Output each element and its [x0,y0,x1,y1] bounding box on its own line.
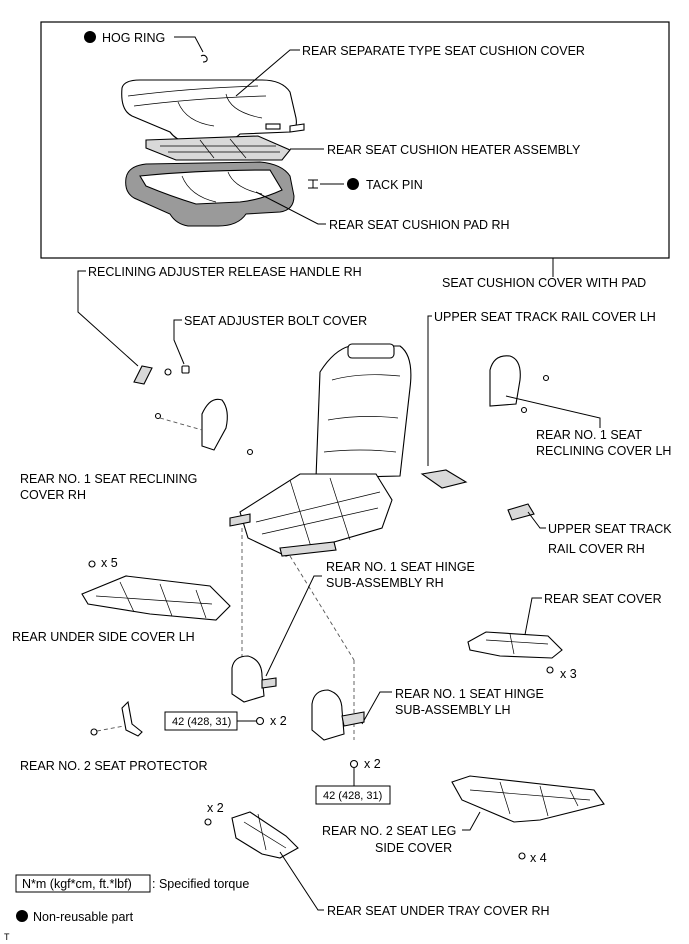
seat-frame-part [229,343,412,557]
label-heater: REAR SEAT CUSHION HEATER ASSEMBLY [327,143,581,157]
label-cushion-cover: REAR SEPARATE TYPE SEAT CUSHION COVER [302,44,585,58]
label-corner-mark: T [4,932,10,942]
non-reusable-marker-icon [347,178,359,190]
reclining-cover-lh-part [489,355,550,414]
label-reclining-lh-2: RECLINING COVER LH [536,444,671,458]
leader-hinge-rh [265,575,322,677]
label-track-rail-rh-2: RAIL COVER RH [548,542,645,556]
label-leg-side-cover-1: REAR NO. 2 SEAT LEG [322,824,456,838]
non-reusable-marker-icon [16,910,28,922]
track-rail-cover-rh-part [507,503,535,521]
label-qty-x2-c: x 2 [207,801,224,815]
label-leg-side-cover-2: SIDE COVER [375,841,452,855]
hinge-rh-part [231,655,277,703]
hog-ring-part [200,54,208,63]
leader-release-handle [77,270,139,367]
label-legend-torque-box: N*m (kgf*cm, ft.*lbf) [22,877,132,891]
label-under-side-cover-lh: REAR UNDER SIDE COVER LH [12,630,195,644]
rear-seat-cover-part [467,631,563,659]
heater-assembly-part [145,135,291,161]
non-reusable-marker-icon [84,31,96,43]
leg-side-cover-part [451,775,605,823]
legend-torque-box [15,874,151,893]
bolt-part [546,666,554,674]
label-hinge-rh-1: REAR NO. 1 SEAT HINGE [326,560,475,574]
bolt-part [518,852,526,860]
leader-hog-ring [174,36,204,53]
leader-reclining-lh [505,395,601,428]
label-legend-nonreusable: Non-reusable part [33,910,134,924]
tray-cover-part [231,811,299,859]
label-hinge-lh-1: REAR NO. 1 SEAT HINGE [395,687,544,701]
label-release-handle: RECLINING ADJUSTER RELEASE HANDLE RH [88,265,362,279]
label-rear-seat-cover: REAR SEAT COVER [544,592,662,606]
label-hog-ring: HOG RING [102,31,165,45]
label-reclining-rh-2: COVER RH [20,488,86,502]
seat-cushion-cover-part [121,79,305,143]
label-qty-x3: x 3 [560,667,577,681]
reclining-cover-rh-part [154,398,254,456]
label-torque-1: 42 (428, 31) [172,716,231,728]
label-reclining-rh-1: REAR NO. 1 SEAT RECLINING [20,472,197,486]
label-legend-torque-text: : Specified torque [152,877,249,891]
label-tack-pin: TACK PIN [366,178,423,192]
leader-tray-cover [279,851,324,911]
leader-cushion-pad [255,191,326,225]
leader-rear-seat-cover [523,597,542,641]
label-seat-protector: REAR NO. 2 SEAT PROTECTOR [20,759,208,773]
leader-track-rail-rh [527,511,546,529]
label-reclining-lh-1: REAR NO. 1 SEAT [536,428,642,442]
torque-box-2 [315,785,391,805]
label-hinge-rh-2: SUB-ASSEMBLY RH [326,576,444,590]
hinge-lh-part [311,689,365,741]
leader-cushion-cover [235,49,300,97]
label-qty-x2-b: x 2 [364,757,381,771]
label-tray-cover: REAR SEAT UNDER TRAY COVER RH [327,904,550,918]
label-cover-with-pad: SEAT CUSHION COVER WITH PAD [442,276,646,290]
bolt-part [204,818,212,826]
release-handle-part [133,365,172,385]
leader-bolt-cover [173,319,185,365]
label-torque-2: 42 (428, 31) [323,790,382,802]
bolt-cover-part [181,365,190,374]
dash-guide-b [289,555,355,661]
label-cushion-pad: REAR SEAT CUSHION PAD RH [329,218,510,232]
label-qty-x4: x 4 [530,851,547,865]
label-track-rail-rh-1: UPPER SEAT TRACK [548,522,672,536]
cushion-pad-part [125,161,295,227]
label-qty-x5: x 5 [101,556,118,570]
track-rail-cover-lh-part [420,469,468,489]
cushion-assembly-frame [40,21,670,259]
tack-pin-part [308,179,318,189]
label-bolt-cover: SEAT ADJUSTER BOLT COVER [184,314,367,328]
leader-track-rail-lh [427,315,432,466]
seat-protector-part [90,700,143,737]
label-qty-x2-a: x 2 [270,714,287,728]
bolt-part [349,759,359,769]
under-side-cover-lh-part [81,575,231,621]
label-hinge-lh-2: SUB-ASSEMBLY LH [395,703,511,717]
leader-leg-side-cover [462,811,481,831]
bolt-part [88,560,96,568]
label-track-rail-lh: UPPER SEAT TRACK RAIL COVER LH [434,310,656,324]
bolt-part [255,716,265,726]
leader-hinge-lh [361,691,392,725]
